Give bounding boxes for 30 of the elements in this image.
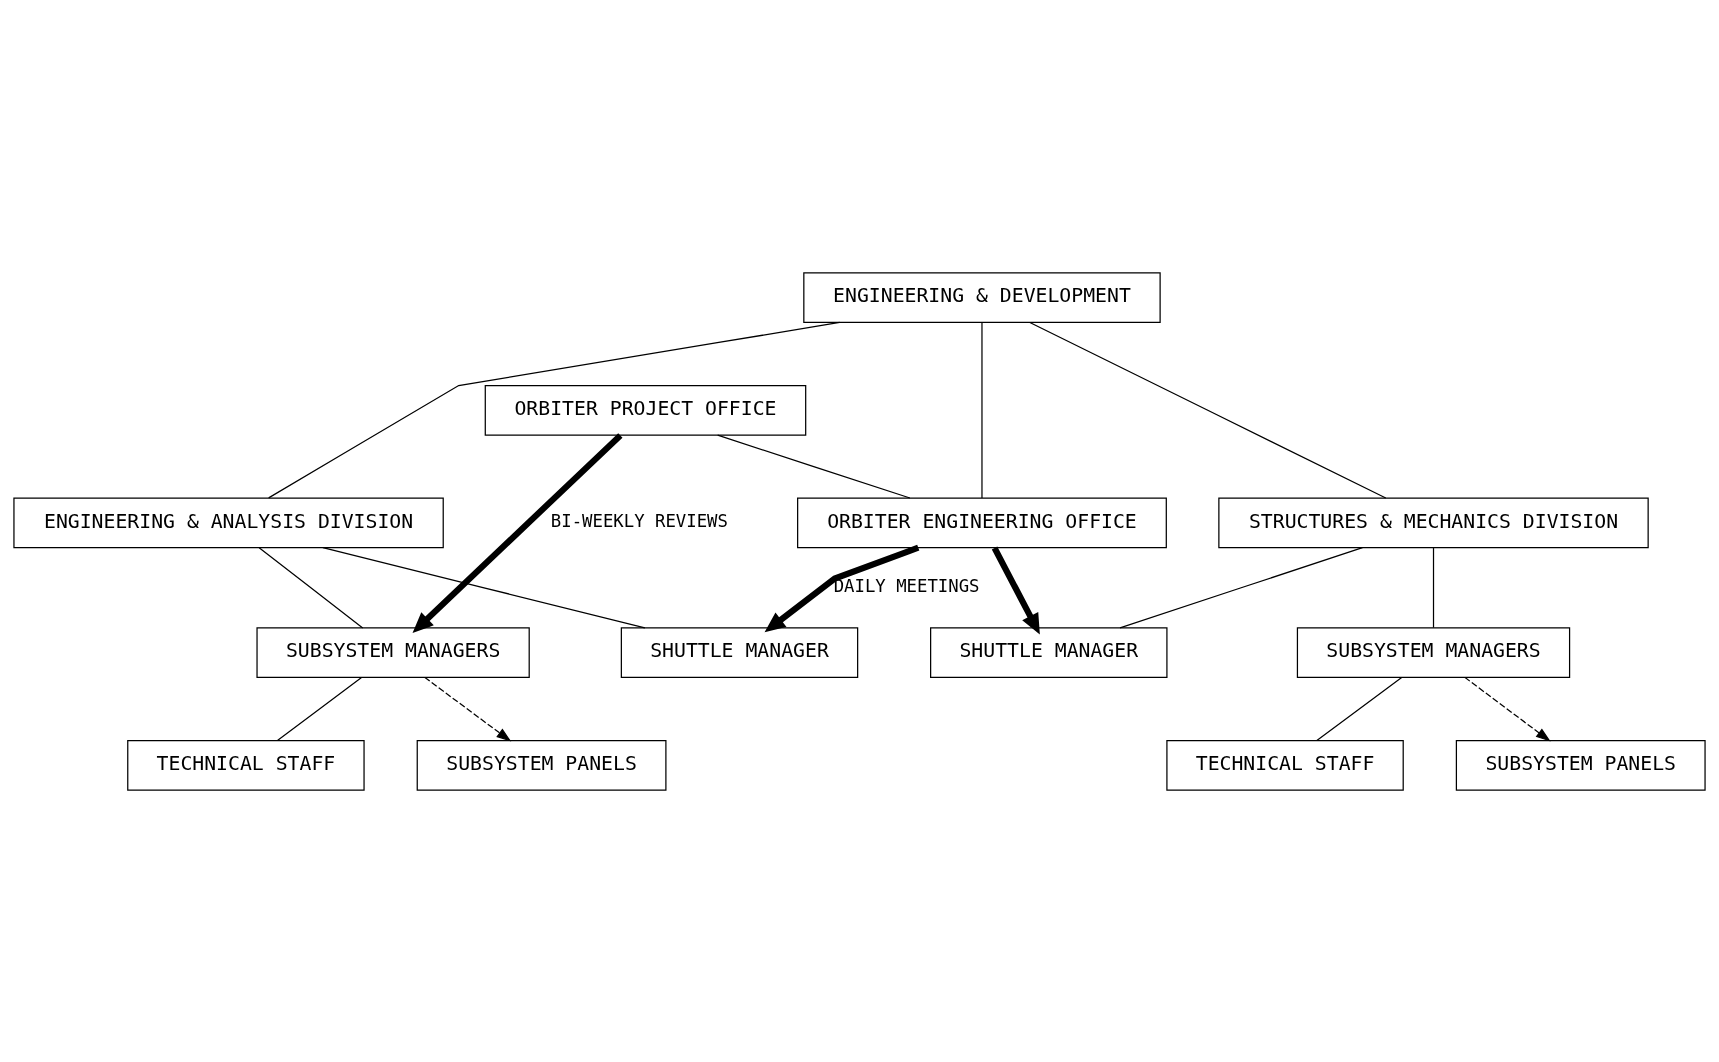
node-box: ENGINEERING & DEVELOPMENT — [803, 271, 1161, 323]
connector — [258, 546, 364, 629]
connector — [1432, 546, 1435, 628]
arrow — [424, 676, 512, 742]
node-box: SHUTTLE MANAGER — [930, 626, 1168, 678]
connector — [1119, 546, 1364, 628]
connector — [276, 676, 363, 741]
node-box: SUBSYSTEM MANAGERS — [1296, 626, 1571, 678]
edge-label: BI-WEEKLY REVIEWS — [550, 510, 728, 531]
node-box: ORBITER PROJECT OFFICE — [484, 384, 807, 436]
connector — [268, 321, 841, 498]
arrow — [1464, 676, 1551, 742]
node-box: ENGINEERING & ANALYSIS DIVISION — [13, 497, 444, 548]
arrow — [412, 432, 623, 633]
connector — [1316, 676, 1403, 741]
node-box: ORBITER ENGINEERING OFFICE — [797, 497, 1167, 548]
arrow — [764, 544, 920, 632]
connector — [717, 434, 911, 499]
edge-label: DAILY MEETINGS — [833, 575, 980, 596]
node-box: SUBSYSTEM PANELS — [1455, 739, 1706, 791]
node-box: TECHNICAL STAFF — [1166, 739, 1404, 791]
connector — [981, 321, 983, 499]
arrow — [991, 546, 1040, 634]
connector — [322, 546, 646, 628]
connector — [1029, 321, 1387, 499]
node-box: SUBSYSTEM MANAGERS — [256, 626, 530, 678]
node-box: TECHNICAL STAFF — [127, 739, 365, 791]
node-box: SHUTTLE MANAGER — [620, 626, 859, 678]
node-box: STRUCTURES & MECHANICS DIVISION — [1218, 497, 1649, 548]
node-box: SUBSYSTEM PANELS — [416, 739, 667, 791]
